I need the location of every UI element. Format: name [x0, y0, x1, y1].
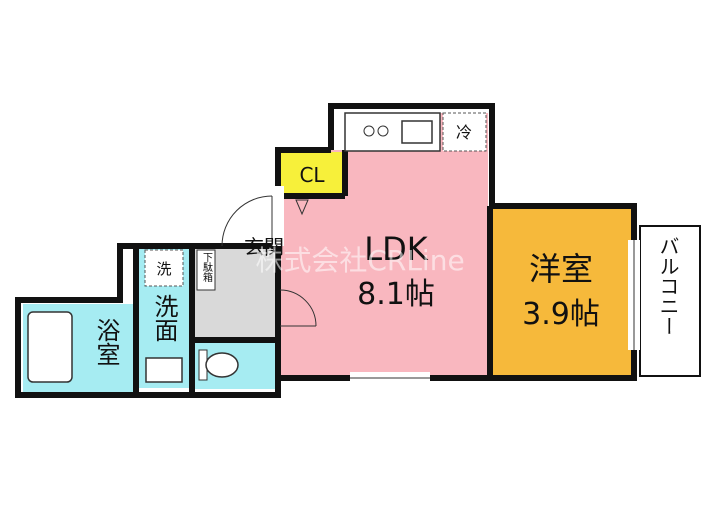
closet-label: CL [299, 163, 325, 187]
ldk-label: LDK [364, 230, 428, 268]
door-swings [221, 195, 635, 379]
balcony [639, 225, 701, 377]
washer-space [144, 249, 184, 287]
ldk-size-label: 8.1帖 [357, 277, 435, 312]
bath-label: 浴室 [92, 318, 120, 366]
washer-label: 洗 [156, 260, 171, 278]
western-label: 洋室 [529, 250, 593, 288]
balcony-label: バルコニー [656, 236, 680, 336]
closet [280, 152, 344, 194]
stove-burner-icon [377, 125, 389, 137]
kitchen-counter [344, 112, 441, 152]
toilet-icon [205, 352, 239, 378]
stove-burner-icon [363, 125, 375, 137]
entrance-door-gap [272, 186, 284, 246]
fridge-space [442, 112, 487, 152]
watermark: 株式会社CRLine [255, 244, 464, 277]
shoe-box [196, 249, 216, 291]
sink-basin-icon [145, 357, 183, 383]
bathtub-icon [27, 311, 73, 383]
closet-door-marker-icon [295, 199, 309, 216]
western-size-label: 3.9帖 [522, 297, 600, 332]
western-room [490, 206, 632, 376]
shoe-box-label: 下駄箱 [201, 252, 213, 283]
washroom-label: 洗面 [150, 294, 178, 342]
sink-icon [401, 120, 433, 144]
fridge-label: 冷 [456, 123, 472, 142]
entrance-label: 玄関 [244, 235, 284, 259]
